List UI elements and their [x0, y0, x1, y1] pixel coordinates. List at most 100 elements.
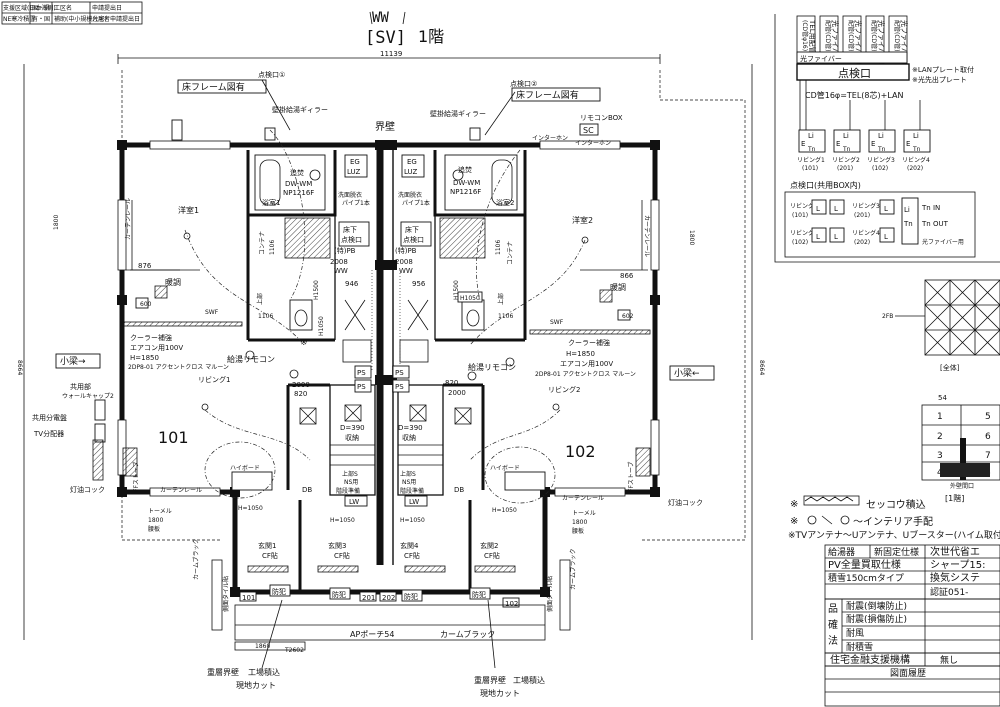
- h-1106-b: 1106: [495, 240, 502, 255]
- porch-slope: カームブラック: [440, 629, 495, 639]
- cf-1: CF貼: [262, 551, 278, 560]
- grid-cell: 7: [985, 451, 991, 461]
- closet-dim-2: 1800: [688, 230, 695, 245]
- unit-101: 101: [242, 594, 255, 602]
- loan-label: 住宅金融支援機構: [830, 653, 910, 666]
- truss-caption: [全体]: [940, 363, 960, 372]
- bohan-3: 防犯: [404, 592, 418, 601]
- dwwm-2: DW-WM: [453, 179, 480, 187]
- bath-2-label: 浴室2: [496, 198, 514, 207]
- dim-2000-1: 2000: [292, 381, 310, 389]
- truss-diagram: 2FB [全体]: [882, 279, 1000, 372]
- fiber-col-2a: 光ファイバー用: [854, 20, 863, 69]
- gutter-1: トーメル: [148, 508, 172, 515]
- grid-cell: 3: [937, 451, 943, 461]
- box-left-num: (101): [792, 212, 808, 219]
- stamp-cell: 入居者申請提出日: [92, 15, 140, 23]
- grade-item: 耐積雪: [846, 641, 873, 653]
- fiber-col-2b: 配管(CD管): [847, 20, 855, 52]
- shared-dist-2: ウォールキャップ2: [62, 392, 114, 400]
- oil-2: 灯油コック: [668, 498, 703, 507]
- box-left-label-2: リビング2: [790, 229, 818, 237]
- outlet-letter: Tn: [842, 146, 851, 153]
- history-label: 図面履歴: [890, 668, 926, 679]
- ns-2: NS用: [402, 479, 416, 486]
- grade-label: 品: [828, 603, 838, 615]
- l-letter: L: [816, 233, 820, 241]
- bath-fan-1: 追焚: [290, 168, 304, 177]
- h1850-2: H=1850: [566, 350, 595, 358]
- bohan-4: 防犯: [472, 590, 486, 599]
- sc-label: SC: [583, 126, 594, 135]
- outlet-letter: Tn: [912, 146, 921, 153]
- storage-2: 収納: [402, 433, 416, 442]
- outlet-letter: Li: [913, 132, 919, 140]
- outlet-label: リビング4: [902, 156, 930, 164]
- boiler-remocon-2: 給湯リモコン: [468, 362, 516, 372]
- dim-820-2: 820: [445, 379, 458, 387]
- eg-1: EG: [350, 158, 360, 166]
- lan-note-2: ※光先出プレート: [912, 75, 967, 84]
- grid-cell: 6: [985, 432, 991, 442]
- wall-boiler-right: 壁掛給湯ギィラー: [430, 109, 486, 118]
- dim-602: 602: [622, 313, 634, 320]
- bottom-note-2c: 現地カット: [480, 688, 520, 698]
- pb-1: (特)PB: [334, 246, 356, 255]
- ffs-2: FFストーブ: [627, 461, 635, 492]
- dim-956: 956: [412, 280, 426, 288]
- fiber-col-4a: 光ファイバー用: [900, 20, 909, 69]
- page-title: [SV]: [365, 28, 406, 48]
- closet-dim-1: 1800: [53, 215, 60, 230]
- spec-cell: 積雪150cmタイプ: [828, 572, 904, 584]
- ac-1: 暖調: [165, 277, 181, 287]
- cf-4: CF貼: [404, 551, 420, 560]
- windows: [117, 140, 660, 497]
- bottom-note-2a: 重層界壁: [474, 675, 506, 685]
- box-right-num-2: (202): [854, 239, 870, 246]
- lw-1: LW: [349, 498, 359, 506]
- luz-1: LUZ: [347, 168, 361, 176]
- wash-2: 洗面脱衣: [398, 191, 422, 199]
- ww-1: WW: [334, 267, 348, 275]
- stamp-cell: 支援区域(日本海側): [3, 4, 56, 12]
- dim-820-1: 820: [294, 390, 307, 398]
- floor-frame-left: 床フレーム図有: [182, 81, 245, 93]
- cd-note: CD管16φ=TEL(8芯)+LAN: [805, 90, 903, 100]
- ps-4: PS: [395, 383, 404, 391]
- ps-2: PS: [395, 369, 404, 377]
- fiber-col-1b: 配管(CD管): [824, 20, 832, 52]
- wall-columns: [117, 140, 660, 597]
- grid-cell: 5: [985, 412, 991, 422]
- spec-cell: 認証051-: [930, 586, 968, 598]
- grade-label: 法: [828, 634, 838, 647]
- bath-fan-2: 追焚: [458, 165, 472, 174]
- legend-text-2: 〜インテリア手配: [853, 515, 933, 528]
- ww-2: WW: [399, 267, 413, 275]
- legend-row-3: ※TVアンテナ〜Uアンテナ、Uブースター(ハイム取付): [788, 529, 1000, 541]
- small-grid-caption: [1階]: [945, 493, 964, 503]
- curtain-rail-4: カーテンレール: [562, 495, 604, 502]
- legend: ※ セッコウ積込 ※ 〜インテリア手配 ※TVアンテナ〜Uアンテナ、Uブースター…: [788, 495, 1000, 541]
- shared-dist-4: TV分配器: [33, 429, 64, 438]
- title-top: WW: [372, 10, 389, 26]
- floor-drain-1: 床下: [343, 225, 357, 234]
- tn-letter: Tn: [903, 220, 913, 228]
- curtain-rail-1: カーテンレール: [125, 198, 132, 240]
- room-101: 101: [158, 428, 189, 447]
- h1500-1: H1500: [313, 280, 320, 300]
- h1500-2: H1500: [453, 280, 460, 300]
- bottom-note-2b: 工場積込: [513, 675, 545, 685]
- np-1: NP1216F: [283, 189, 314, 197]
- curtain-rail-3: カーテンレール: [160, 487, 202, 494]
- overall-depth-right: 8664: [758, 360, 765, 375]
- grid-cell: 1: [937, 412, 943, 422]
- l-letter: L: [816, 205, 820, 213]
- inspect-port-1: 点検口: [341, 235, 362, 244]
- d390-2: D=390: [398, 424, 423, 432]
- porch-label: APポーチ54: [350, 630, 394, 639]
- h1050-3: H=1050: [238, 505, 263, 512]
- crossnote-2: 2DP8-01 アクセントクロス マルーン: [535, 371, 636, 378]
- oil-1: 灯油コック: [70, 485, 105, 494]
- np-2: NP1216F: [450, 188, 481, 196]
